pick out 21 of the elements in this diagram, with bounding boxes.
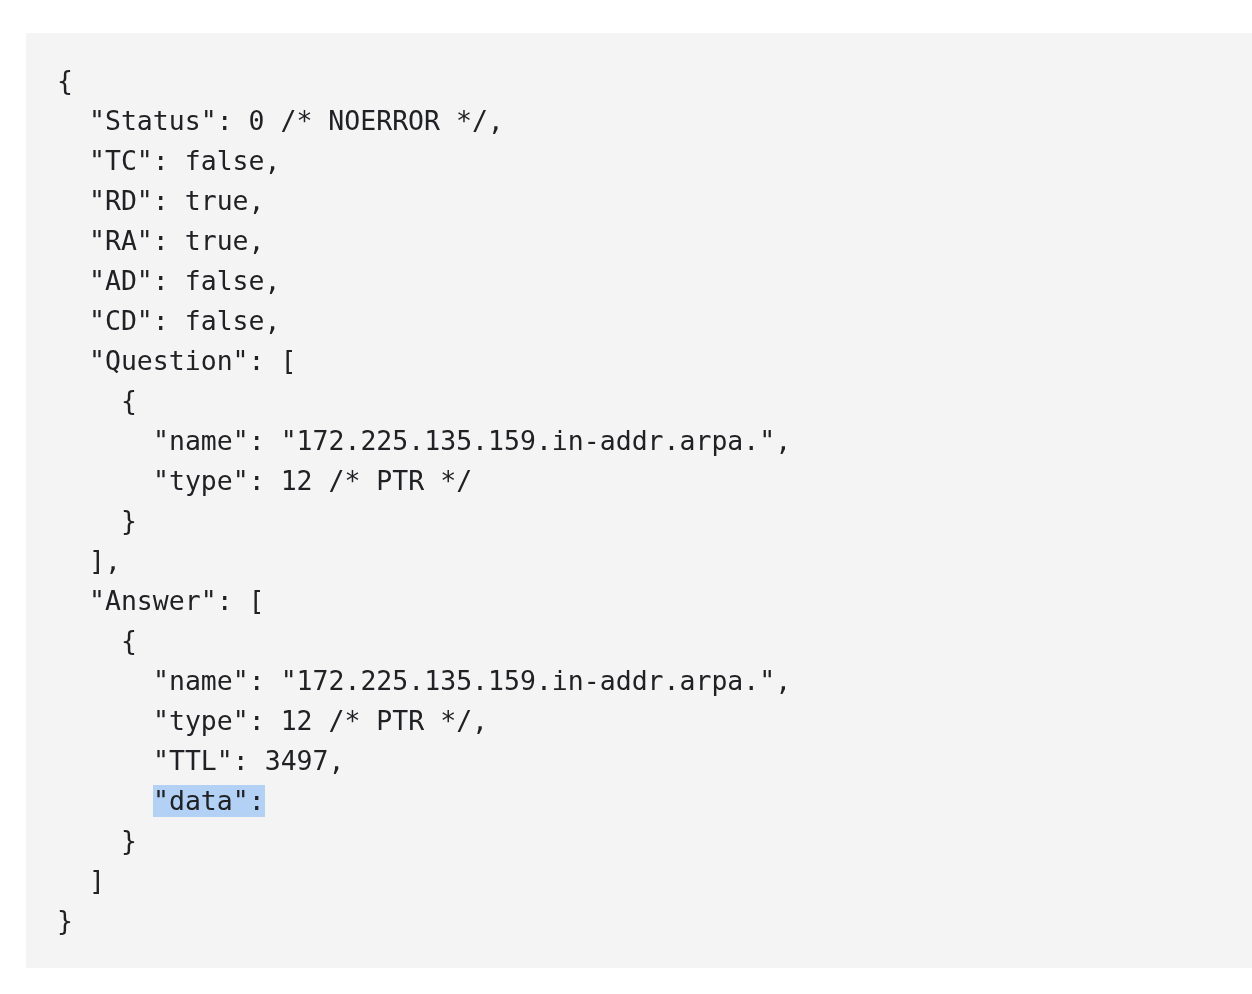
code-line: {	[121, 385, 137, 417]
code-line: }	[57, 905, 73, 937]
code-line: "RD": true,	[89, 185, 265, 217]
code-line: "Answer": [	[89, 585, 265, 617]
code-line: "TC": false,	[89, 145, 281, 177]
code-line: ]	[89, 865, 105, 897]
code-line: "type": 12 /* PTR */	[153, 465, 473, 497]
code-line: }	[121, 825, 137, 857]
code-line: "CD": false,	[89, 305, 281, 337]
code-line: "Status": 0 /* NOERROR */,	[89, 105, 504, 137]
code-line: ],	[89, 545, 121, 577]
code-line: "AD": false,	[89, 265, 281, 297]
code-line: {	[121, 625, 137, 657]
code-line: "name": "172.225.135.159.in-addr.arpa.",	[153, 665, 792, 697]
code-line: }	[121, 505, 137, 537]
code-line: "name": "172.225.135.159.in-addr.arpa.",	[153, 425, 792, 457]
code-line: "RA": true,	[89, 225, 265, 257]
code-line: "TTL": 3497,	[153, 745, 345, 777]
code-line: "type": 12 /* PTR */,	[153, 705, 489, 737]
code-line: {	[57, 65, 73, 97]
code-line: "Question": [	[89, 345, 297, 377]
